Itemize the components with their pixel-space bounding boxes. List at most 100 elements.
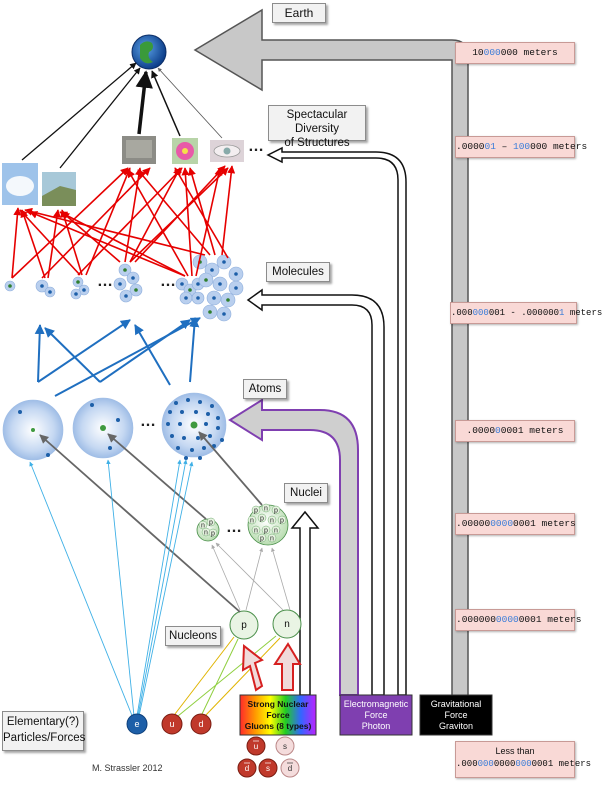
nucleon-letter: n — [250, 518, 254, 525]
atom-electron — [198, 456, 202, 460]
atom-electron — [184, 456, 188, 460]
nucleons-label: Nucleons — [165, 626, 221, 646]
grav-force-box — [419, 694, 493, 736]
molecule-nucleus — [123, 268, 127, 272]
electron-label: e — [134, 719, 139, 729]
electron-to-atom-arrows — [29, 459, 194, 719]
red-arrow — [59, 211, 186, 277]
scale-atoms: .000000001 meters — [455, 420, 575, 442]
molecule-nucleus — [48, 290, 52, 294]
gluon-arrow-neutron — [273, 642, 302, 691]
atom-electron — [170, 434, 174, 438]
atom-electron — [208, 434, 212, 438]
nucleon-bubble — [267, 533, 277, 543]
nucleon-bubble — [251, 525, 261, 535]
nucleon-bubble — [251, 505, 261, 515]
red-arrow — [129, 167, 181, 263]
atom-electron — [196, 436, 200, 440]
nucleon-letter: p — [274, 508, 278, 515]
molecule-nucleus — [222, 260, 226, 264]
nucleon-letter: n — [204, 530, 208, 537]
atom-electron — [210, 404, 214, 408]
molecule-nucleus — [196, 282, 200, 286]
molecules-label: Molecules — [266, 262, 330, 282]
red-arrow — [174, 167, 229, 259]
scale-elementary: Less than .00000000000000001 meters — [455, 741, 591, 778]
antiquark-bars — [244, 740, 293, 764]
atom-electron — [174, 401, 178, 405]
nucleon-letter: p — [260, 516, 264, 523]
scale-earth: 10000000 meters — [455, 42, 575, 64]
molecule-nucleus — [8, 284, 12, 288]
atom-electron — [180, 410, 184, 414]
atom-electron — [202, 446, 206, 450]
nucleon-letter: n — [264, 506, 268, 513]
molecule-nucleus — [234, 286, 238, 290]
red-arrow — [85, 167, 131, 276]
scale-nuclei: .0000000000001 meters — [455, 513, 576, 535]
nucleon-letter: p — [209, 520, 213, 527]
nucleon-bubble — [267, 515, 277, 525]
proton — [229, 610, 259, 640]
earth-continent — [140, 41, 153, 64]
atom-electron — [190, 448, 194, 452]
molecule-nucleus — [204, 278, 208, 282]
nucleon-letter: p — [254, 508, 258, 515]
molecule-nucleus — [134, 288, 138, 292]
red-arrow — [20, 209, 46, 279]
molecule-nucleus — [196, 296, 200, 300]
atom-electron — [220, 438, 224, 442]
em-arrow-molecules — [246, 288, 385, 696]
em-force-box — [339, 694, 413, 736]
ubar-antiquark — [246, 736, 266, 756]
nucleon-to-nucleus-arrows — [211, 542, 291, 611]
atom-electron — [176, 446, 180, 450]
up-label: u — [169, 719, 174, 729]
nucleon-letter: n — [201, 523, 205, 530]
nucleon-letter: p — [280, 518, 284, 525]
red-arrow — [221, 165, 236, 256]
nucleon-letter: n — [254, 528, 258, 535]
dbar-antiquark-light — [280, 758, 300, 778]
em-arrow-structures — [266, 146, 407, 696]
molecule-nucleus — [118, 282, 122, 286]
nucleon-bubble — [271, 505, 281, 515]
molecule-nucleus — [124, 294, 128, 298]
molecule-nucleus — [74, 292, 78, 296]
nucleon-letter: p — [211, 531, 215, 538]
credit: M. Strassler 2012 — [92, 763, 163, 773]
strange-antiquark-1 — [275, 736, 295, 756]
atom-electron — [194, 410, 198, 414]
atom-electron — [206, 412, 210, 416]
strange-label: s — [283, 742, 287, 751]
nucleus-to-atom-arrows — [39, 431, 263, 613]
strong-force-box — [239, 694, 317, 736]
atom-electron — [166, 422, 170, 426]
earth-label: Earth — [272, 3, 326, 23]
down-label: d — [198, 719, 203, 729]
atom-electron — [182, 436, 186, 440]
red-arrow — [24, 207, 206, 256]
nucleon-bubble — [247, 515, 257, 525]
up-quark — [161, 713, 183, 735]
ellipsis-nuclei: … — [226, 519, 243, 536]
red-arrow — [195, 167, 223, 277]
atom-electron — [204, 422, 208, 426]
atom-electron — [186, 398, 190, 402]
molecule-nucleus — [76, 280, 80, 284]
atoms-label: Atoms — [243, 379, 287, 399]
scale-molecules: .000000001 - .0000001 meters — [450, 302, 602, 324]
red-arrow — [11, 167, 129, 279]
structure-to-earth-arrows — [21, 62, 223, 169]
nucleon-letter: n — [270, 518, 274, 525]
molecule-nucleus — [184, 296, 188, 300]
ellipsis-molecules-2: … — [160, 273, 177, 290]
molecule-nucleus — [222, 312, 226, 316]
nucleon-bubble — [261, 525, 271, 535]
ellipsis-atoms: … — [140, 413, 157, 430]
red-arrow — [137, 169, 211, 256]
atom-electron — [198, 400, 202, 404]
